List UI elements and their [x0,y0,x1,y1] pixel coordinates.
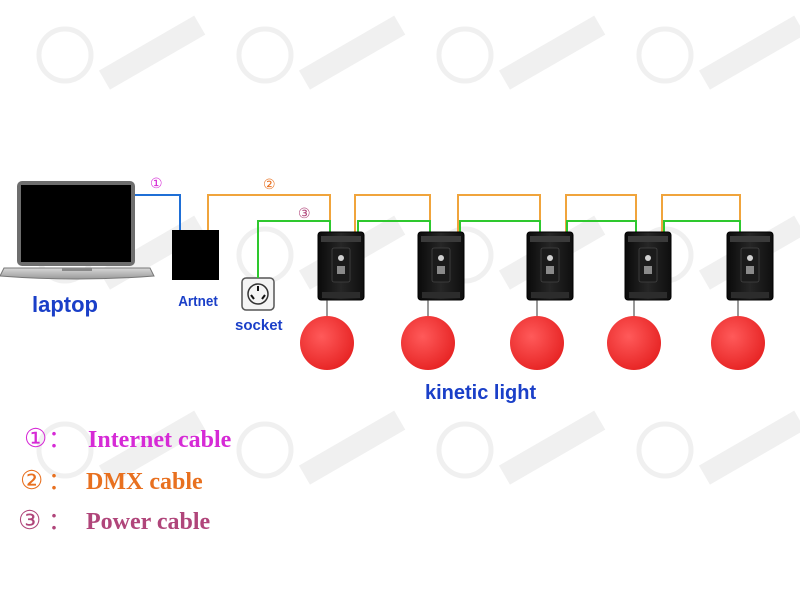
laptop-label: laptop [32,292,98,317]
kinetic-light-unit [607,231,672,370]
legend-item-power: ③ ： Power cable [18,505,211,535]
dmx-cable-marker: ② [263,176,276,192]
artnet-label: Artnet [178,293,218,310]
internet-cable-marker: ① [150,175,163,191]
kinetic-light-unit [300,231,365,370]
watermark-logo [636,410,800,485]
legend: ① ： Internet cable ② ： DMX cable ③ ： Pow… [18,423,232,535]
legend-text: Internet cable [88,427,232,453]
red-ball-icon [711,316,765,370]
legend-marker: ① [24,423,47,453]
red-ball-icon [607,316,661,370]
watermark-logo [436,410,606,485]
red-ball-icon [300,316,354,370]
legend-text: DMX cable [86,469,203,495]
power-cable-marker: ③ [298,205,311,221]
kinetic-light-fixtures [300,231,774,370]
watermark-logo [36,15,206,90]
power-cable [257,220,741,278]
legend-text: Power cable [86,509,211,535]
watermark-logo [36,410,206,485]
power-socket-icon [241,277,275,311]
winch-motor-icon [526,231,574,301]
red-ball-icon [510,316,564,370]
kinetic-light-unit [510,231,574,370]
legend-marker: ② [20,465,43,495]
watermark-logo [436,15,606,90]
legend-item-internet: ① ： Internet cable [24,423,232,453]
kinetic-light-unit [401,231,465,370]
watermark-logo [236,410,406,485]
internet-cable [135,194,181,230]
kinetic-light-unit [711,231,774,370]
legend-separator: ： [48,426,72,453]
artnet-box-icon [172,230,219,280]
legend-item-dmx: ② ： DMX cable [20,465,203,495]
watermark-logo [636,15,800,90]
legend-marker: ③ [18,505,41,535]
winch-motor-icon [417,231,465,301]
socket-label: socket [235,317,283,334]
dmx-cable [207,194,741,232]
laptop-icon [0,181,155,280]
winch-motor-icon [624,231,672,301]
red-ball-icon [401,316,455,370]
winch-motor-icon [317,231,365,301]
legend-separator: ： [48,508,72,535]
winch-motor-icon [726,231,774,301]
legend-separator: ： [48,468,72,495]
watermark-logo [236,15,406,90]
kinetic-light-label: kinetic light [425,382,536,404]
